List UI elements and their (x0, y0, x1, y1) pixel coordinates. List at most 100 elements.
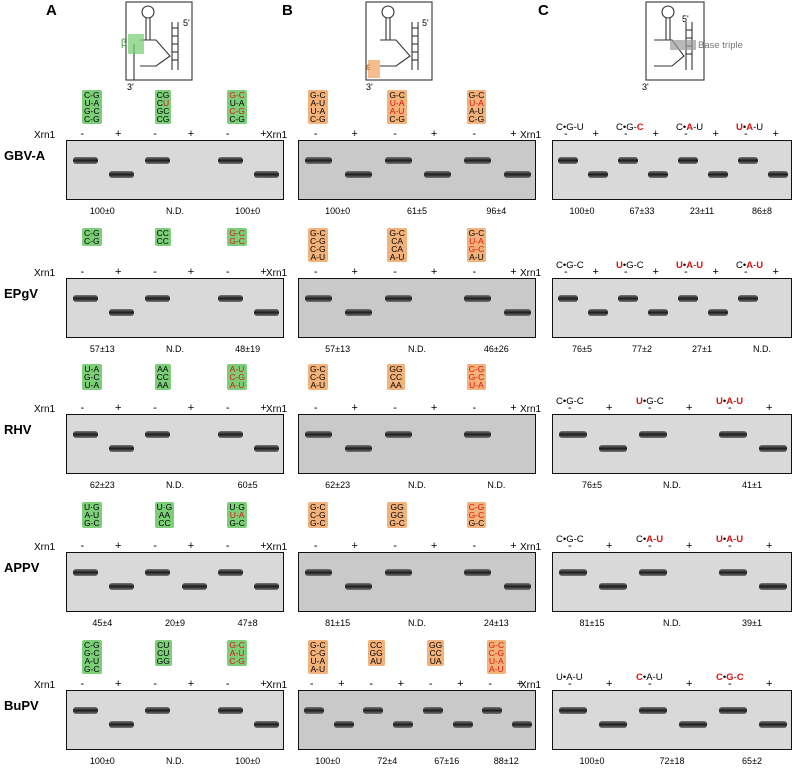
seq-pair: G-C (84, 664, 100, 674)
seq-pair: CC (157, 373, 169, 382)
seq-pair: G-C (488, 640, 505, 650)
minus-marker: - (225, 540, 230, 552)
minus-marker: - (564, 128, 568, 140)
xrn1-label: Xrn1 (520, 404, 542, 415)
seq-pair: AU (370, 657, 383, 666)
base-triple-label: C•A-U (736, 260, 764, 271)
percent-value: 76±5 (582, 480, 602, 490)
percent-value: 57±13 (89, 344, 115, 354)
gel-band (181, 583, 207, 590)
percent-value: 72±18 (659, 756, 685, 766)
seq-pair: U-A (389, 98, 405, 108)
seq-pair: A (157, 364, 163, 374)
minus-marker: - (393, 266, 397, 278)
seq-pair: U-A (488, 656, 504, 666)
seq-pair: C (156, 90, 163, 100)
plus-marker: + (430, 128, 438, 140)
minus-marker: - (684, 266, 688, 278)
schematic-c-5prime: 5' (682, 14, 689, 24)
plus-marker: + (766, 402, 773, 414)
gel-band (599, 583, 627, 590)
minus-marker: - (488, 678, 493, 690)
percent-value: 100±0 (89, 206, 115, 216)
seq-base: A (435, 656, 442, 666)
gel-band (737, 157, 759, 164)
plus-marker: + (260, 402, 267, 414)
seq-pair: C (157, 640, 164, 650)
minus-marker: - (728, 540, 732, 552)
seq-pair: CC (157, 237, 169, 246)
plus-marker: + (766, 540, 773, 552)
base-triple-label: C•G-C (556, 396, 584, 407)
percent-value: 60±5 (237, 480, 258, 490)
gel-band (363, 707, 384, 714)
seq-pair: A (390, 380, 396, 390)
plus-marker: + (606, 678, 613, 690)
plus-marker: + (115, 678, 122, 690)
gel-band (512, 721, 533, 728)
gel-panel-c (552, 278, 792, 338)
minus-marker: - (313, 128, 318, 140)
gel-band (218, 295, 243, 302)
seq-pair: G-C (229, 236, 245, 246)
seq-pair: A-U (229, 648, 245, 658)
gel-panel-b (298, 414, 536, 474)
minus-marker: - (369, 678, 374, 690)
minus-marker: - (568, 540, 572, 552)
seq-pair: C (391, 236, 398, 246)
schematic-b-5prime: 5' (422, 18, 429, 28)
gel-band (503, 309, 531, 316)
gel-band (254, 583, 280, 590)
gel-band (557, 295, 579, 302)
gel-band (145, 431, 171, 438)
base-triple-label: U•A-U (716, 396, 744, 407)
seq-pair: G-C (310, 518, 326, 528)
seq-pair: CG (156, 90, 170, 100)
minus-marker: - (80, 402, 85, 414)
xrn1-label: Xrn1 (266, 680, 288, 691)
minus-marker: - (728, 678, 732, 690)
percent-value: 57±13 (325, 344, 351, 354)
virus-label: APPV (4, 560, 40, 575)
minus-marker: - (153, 540, 157, 552)
gel-band (707, 171, 729, 178)
seq-pair: U-A (469, 98, 484, 108)
gel-band (679, 721, 707, 728)
minus-marker: - (472, 540, 477, 552)
seq-base: C (162, 228, 169, 238)
seq-base: A (397, 244, 404, 254)
plus-marker: + (260, 128, 267, 140)
gel-band (109, 445, 134, 452)
base-triple-label: C•G-C (556, 260, 584, 271)
gel-panel-b (298, 552, 536, 612)
gel-band (384, 431, 412, 438)
base-triple-label: U•A-U (736, 122, 764, 133)
plus-marker: + (772, 266, 779, 278)
seq-pair: A (157, 380, 163, 390)
seq-pair: AA (389, 380, 402, 390)
plus-marker: + (516, 678, 524, 690)
percent-value: N.D. (663, 480, 681, 490)
seq-pair: CC (157, 519, 173, 528)
percent-value: 96±4 (486, 206, 507, 216)
plus-marker: + (338, 678, 345, 690)
seq-pair: G-C (84, 518, 100, 528)
gel-band (464, 569, 491, 576)
gel-band (707, 309, 729, 316)
seq-pair: U-A (469, 236, 484, 246)
gel-band (503, 583, 531, 590)
minus-marker: - (684, 128, 688, 140)
plus-marker: + (351, 540, 358, 552)
seq-pair: A-U (389, 252, 405, 262)
seq-base: G (435, 640, 443, 650)
gel-panel-b (298, 278, 536, 338)
gel-band (464, 157, 491, 164)
seq-pair: C-G (310, 114, 326, 124)
